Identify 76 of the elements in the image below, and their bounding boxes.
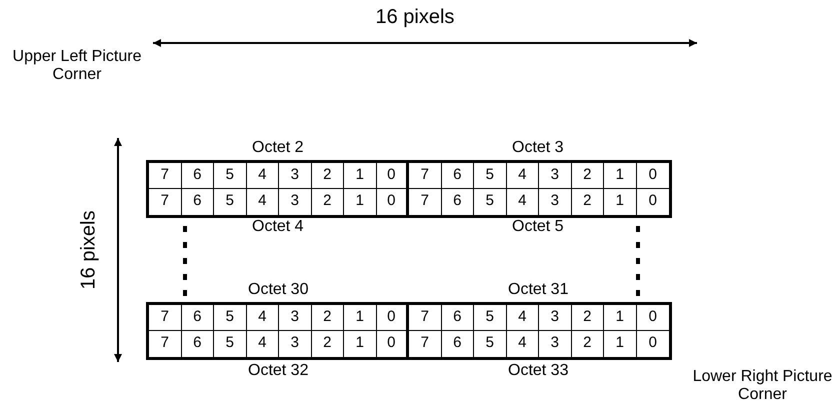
- bit-number: 4: [246, 305, 279, 331]
- bit-number: 4: [246, 331, 279, 357]
- bit-number: 3: [279, 189, 312, 215]
- bit-number: 6: [442, 163, 474, 189]
- bit-number: 4: [246, 189, 279, 215]
- bit-number: 2: [312, 189, 344, 215]
- bit-number: 2: [572, 163, 604, 189]
- bit-number: 1: [604, 305, 636, 331]
- bit-number: 3: [539, 163, 572, 189]
- bit-number: 2: [572, 189, 604, 215]
- bit-number: 5: [474, 189, 506, 215]
- bit-number: 4: [506, 163, 539, 189]
- bit-number: 6: [442, 305, 474, 331]
- bit-number: 6: [182, 189, 214, 215]
- bit-number: 3: [279, 163, 312, 189]
- bit-number: 3: [539, 305, 572, 331]
- octet-label: Octet 4: [252, 218, 304, 236]
- octet-label: Octet 3: [512, 139, 564, 157]
- bit-number: 5: [214, 189, 246, 215]
- bit-number: 1: [604, 163, 636, 189]
- bit-number: 0: [636, 305, 669, 331]
- octet-label: Octet 32: [248, 362, 308, 380]
- bit-number: 3: [539, 189, 572, 215]
- bit-number: 6: [182, 331, 214, 357]
- bit-number: 7: [149, 305, 182, 331]
- octet-label: Octet 31: [508, 281, 568, 299]
- bit-number: 7: [409, 305, 442, 331]
- bit-number: 1: [344, 163, 376, 189]
- corner-label: Lower Right Picture Corner: [692, 368, 834, 404]
- bit-number: 4: [246, 163, 279, 189]
- octet-label: Octet 5: [512, 218, 564, 236]
- bit-number: 5: [214, 163, 246, 189]
- bit-number: 0: [648, 191, 658, 211]
- bit-number: 6: [442, 189, 474, 215]
- octet-label: Octet 33: [508, 362, 568, 380]
- bit-number: 5: [474, 305, 506, 331]
- bit-number: 0: [636, 163, 669, 189]
- bit-number: 5: [214, 305, 246, 331]
- bit-number: 6: [182, 305, 214, 331]
- bit-number: 6: [442, 331, 474, 357]
- octet-label: Octet 30: [248, 281, 308, 299]
- bit-number: 0: [648, 333, 658, 353]
- bit-number: 3: [539, 331, 572, 357]
- bit-number: 0: [376, 305, 409, 331]
- bit-number: 5: [474, 331, 506, 357]
- bit-number: 5: [474, 163, 506, 189]
- bit-number: 2: [312, 331, 344, 357]
- dimension-label: 16 pixels: [78, 210, 97, 290]
- dimension-label: 16 pixels: [376, 8, 454, 26]
- bit-number: 4: [506, 189, 539, 215]
- bit-number: 7: [409, 331, 442, 357]
- bit-number: 0: [376, 163, 409, 189]
- bit-number: 2: [572, 331, 604, 357]
- bit-number: 4: [506, 331, 539, 357]
- bit-number: 2: [572, 305, 604, 331]
- bit-number: 6: [182, 163, 214, 189]
- bit-number: 2: [312, 305, 344, 331]
- bit-number: 7: [149, 189, 182, 215]
- bit-number: 1: [344, 305, 376, 331]
- bit-number: 5: [214, 331, 246, 357]
- bit-number: 2: [312, 163, 344, 189]
- bit-number: 0: [376, 189, 409, 215]
- bit-number: 1: [344, 331, 376, 357]
- bit-number: 3: [279, 305, 312, 331]
- bit-number: 7: [409, 163, 442, 189]
- bit-number: 3: [279, 331, 312, 357]
- bit-number: 7: [149, 331, 182, 357]
- bit-number: 7: [149, 163, 182, 189]
- bit-number: 4: [506, 305, 539, 331]
- bit-number: 7: [409, 189, 442, 215]
- bit-number: 0: [376, 331, 409, 357]
- bit-number: 1: [344, 189, 376, 215]
- bit-number: 1: [604, 189, 636, 215]
- octet-label: Octet 2: [252, 139, 304, 157]
- corner-label: Upper Left Picture Corner: [12, 48, 142, 84]
- bit-number: 1: [604, 331, 636, 357]
